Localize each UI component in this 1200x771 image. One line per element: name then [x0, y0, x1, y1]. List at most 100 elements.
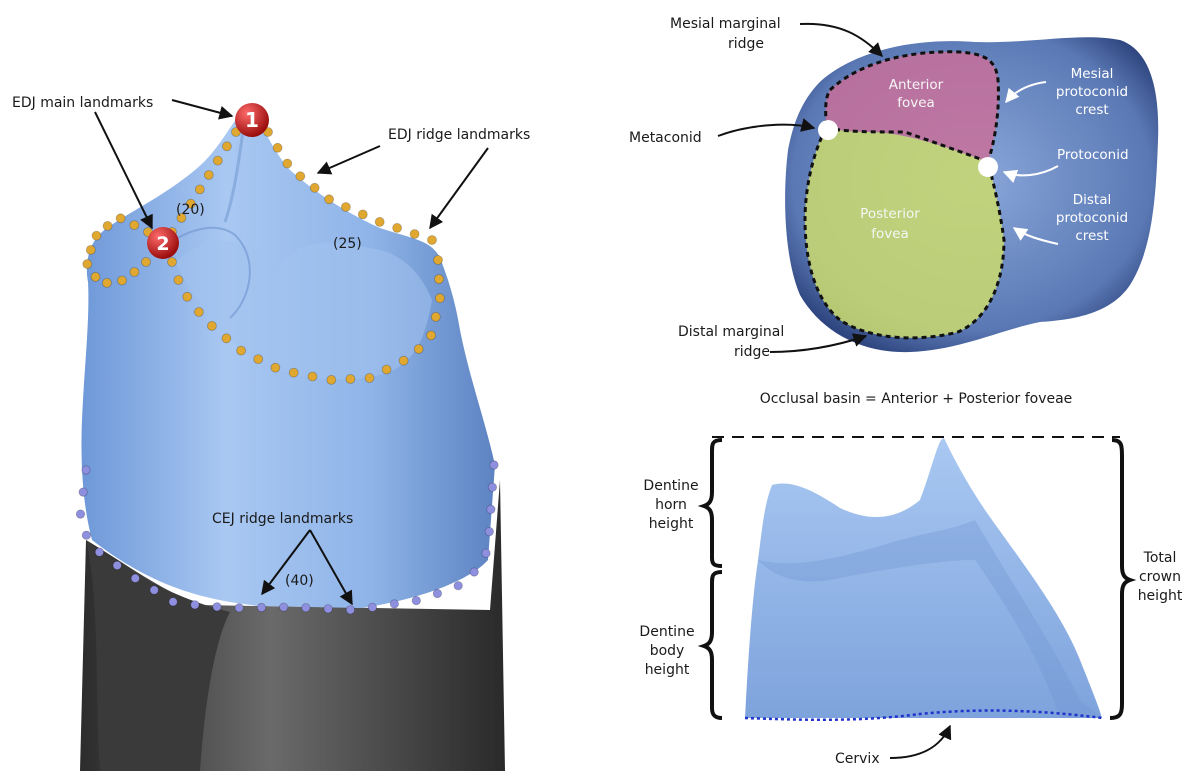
- edj-ridge-dot: [296, 172, 305, 181]
- cej-ridge-dot: [79, 488, 87, 496]
- cej-ridge-dot: [169, 598, 177, 606]
- edj-ridge-dot: [207, 321, 216, 330]
- edj-ridge-dot: [414, 345, 423, 354]
- edj-ridge-dot: [83, 260, 92, 269]
- edj-ridge-dot: [399, 356, 408, 365]
- edj-ridge-dot: [434, 256, 443, 265]
- edj-ridge-dot: [427, 331, 436, 340]
- distal-protoconid-crest-label-3: crest: [1075, 228, 1108, 244]
- marker-1-label: 1: [245, 108, 259, 132]
- edj-ridge-dot: [142, 258, 151, 267]
- total-crown-height-label-1: Total: [1143, 550, 1177, 566]
- posterior-fovea-label-2: fovea: [871, 226, 909, 242]
- edj-ridge-dot: [375, 217, 384, 226]
- edj-ridge-dot: [308, 372, 317, 381]
- edj-ridge-dot: [183, 292, 192, 301]
- edj-ridge-dot: [174, 276, 183, 285]
- horn-height-brace: [704, 440, 722, 566]
- edj-ridge-dot: [237, 346, 246, 355]
- edj-ridge-dot: [382, 365, 391, 374]
- edj-ridge-dot: [273, 143, 282, 152]
- edj-ridge-dot: [310, 183, 319, 192]
- mesial-protoconid-crest-label-1: Mesial: [1071, 66, 1114, 82]
- edj-ridge-dot: [195, 185, 204, 194]
- cej-ridge-dot: [302, 604, 310, 612]
- cej-ridge-dot: [213, 603, 221, 611]
- mesial-protoconid-crest-label-3: crest: [1075, 102, 1108, 118]
- dentine-horn-height-label-2: horn: [655, 497, 687, 513]
- cej-ridge-dot: [390, 600, 398, 608]
- edj-ridge-dot: [325, 195, 334, 204]
- cej-ridge-dot: [82, 531, 90, 539]
- edj-ridge-dot: [118, 276, 127, 285]
- cej-ridge-dot: [82, 466, 90, 474]
- cej-ridge-dot: [150, 586, 158, 594]
- mesial-protoconid-crest-label-2: protoconid: [1056, 84, 1128, 100]
- dentine-horn-height-label-3: height: [649, 516, 694, 532]
- edj-ridge-dot: [116, 214, 125, 223]
- metaconid-point: [818, 120, 838, 140]
- cej-ridge-dot: [191, 601, 199, 609]
- edj-ridge-dot: [410, 230, 419, 239]
- occlusal-view-panel: Anterior fovea Posterior fovea Mesial ma…: [629, 16, 1158, 407]
- edj-ridge-dot: [341, 203, 350, 212]
- edj-main-landmarks-label: EDJ main landmarks: [12, 95, 153, 111]
- cej-ridge-dot: [454, 582, 462, 590]
- protoconid-label: Protoconid: [1057, 147, 1129, 163]
- dentine-body-height-label-1: Dentine: [639, 624, 694, 640]
- cej-ridge-dot: [485, 527, 493, 535]
- cej-ridge-dot: [76, 510, 84, 518]
- edj-ridge-dot: [103, 221, 112, 230]
- count-25-label: (25): [333, 236, 362, 252]
- cej-ridge-dot: [257, 603, 265, 611]
- total-crown-height-label-2: crown: [1139, 569, 1181, 585]
- edj-main-landmark-2: 2: [147, 227, 179, 259]
- cej-ridge-dot: [113, 561, 121, 569]
- dentine-body-height-label-2: body: [650, 643, 685, 659]
- edj-ridge-dot: [222, 334, 231, 343]
- edj-ridge-dot: [92, 231, 101, 240]
- cej-ridge-dot: [235, 604, 243, 612]
- cej-ridge-dot: [482, 549, 490, 557]
- mesial-marginal-ridge-label-1: Mesial marginal: [670, 16, 781, 32]
- cej-ridge-dot: [324, 605, 332, 613]
- cej-ridge-dot: [433, 589, 441, 597]
- edj-ridge-dot: [289, 368, 298, 377]
- distal-protoconid-crest-label-1: Distal: [1073, 192, 1112, 208]
- edj-ridge-dot: [435, 294, 444, 303]
- cej-ridge-dot: [346, 606, 354, 614]
- edj-ridge-dot: [393, 223, 402, 232]
- metaconid-label: Metaconid: [629, 130, 702, 146]
- edj-ridge-dot: [365, 374, 374, 383]
- count-40-label: (40): [285, 573, 314, 589]
- cej-ridge-dot: [470, 568, 478, 576]
- occlusal-basin-caption: Occlusal basin = Anterior + Posterior fo…: [760, 391, 1073, 407]
- protoconid-point: [978, 157, 998, 177]
- edj-ridge-dot: [213, 156, 222, 165]
- distal-protoconid-crest-label-2: protoconid: [1056, 210, 1128, 226]
- cej-ridge-dot: [488, 483, 496, 491]
- dentine-body-height-label-3: height: [645, 662, 690, 678]
- edj-ridge-dot: [222, 142, 231, 151]
- cej-ridge-dot: [368, 603, 376, 611]
- cej-ridge-dot: [412, 596, 420, 604]
- edj-ridge-dot: [86, 245, 95, 254]
- edj-ridge-dot: [204, 171, 213, 180]
- edj-ridge-dot: [130, 268, 139, 277]
- anterior-fovea-label-1: Anterior: [889, 77, 944, 93]
- distal-marginal-ridge-label-2: ridge: [734, 344, 770, 360]
- mesial-marginal-ridge-label-2: ridge: [728, 36, 764, 52]
- crown-height-panel: Dentine horn height Dentine body height …: [639, 437, 1182, 767]
- edj-ridge-dot: [271, 363, 280, 372]
- edj-model-panel: 1 2 EDJ main landmarks EDJ ridge landmar…: [12, 95, 530, 771]
- edj-ridge-landmarks-label: EDJ ridge landmarks: [388, 127, 530, 143]
- edj-ridge-dot: [327, 375, 336, 384]
- edj-ridge-dot: [194, 308, 203, 317]
- distal-marginal-ridge-label-1: Distal marginal: [678, 324, 784, 340]
- edj-ridge-dot: [358, 210, 367, 219]
- edj-ridge-dot: [283, 159, 292, 168]
- posterior-fovea-label-1: Posterior: [860, 206, 920, 222]
- cej-ridge-dot: [490, 461, 498, 469]
- edj-ridge-dot: [102, 278, 111, 287]
